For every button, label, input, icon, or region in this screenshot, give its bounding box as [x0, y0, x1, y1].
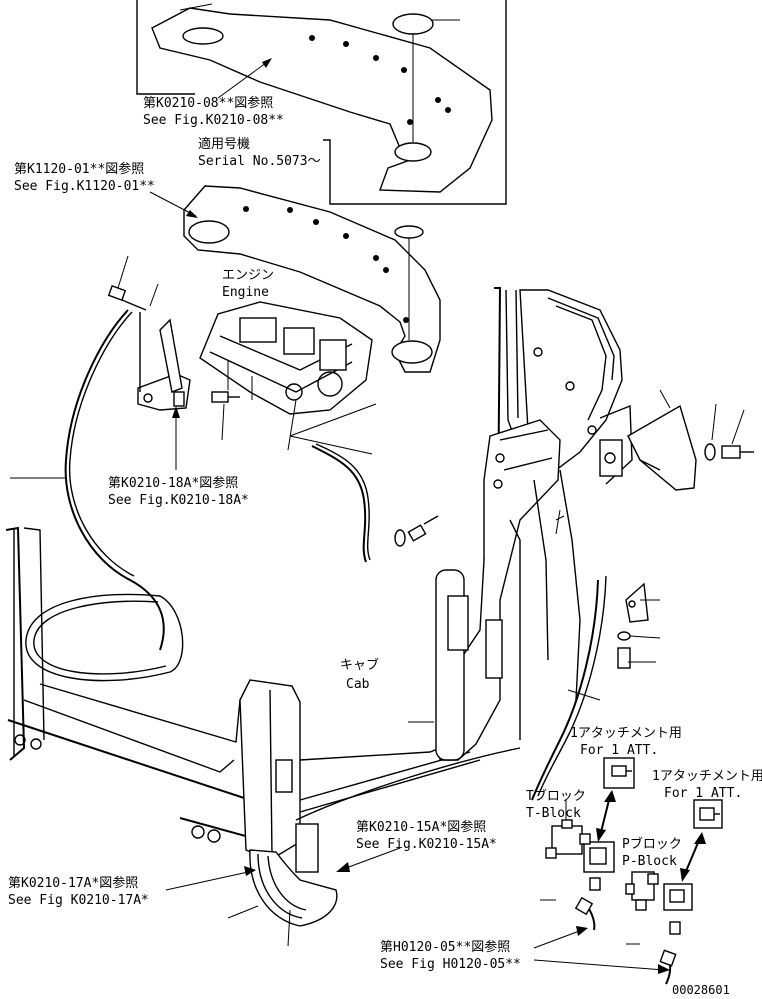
pblock-fitting [625, 871, 659, 911]
double-arrow-right [680, 832, 706, 882]
ref-k0210-17a-jp: 第K0210-17A*図参照 [8, 875, 138, 891]
ref-k0210-08-jp: 第K0210-08**図参照 [143, 95, 273, 111]
inset-hole-left [182, 27, 224, 45]
hose-fittings [540, 877, 681, 985]
inset-hole-right [394, 142, 432, 162]
inset-washer [392, 13, 434, 35]
detail-box-lower-right [663, 883, 693, 911]
throttle-cable [25, 309, 439, 682]
cab-label-jp: キャブ [340, 657, 379, 673]
ref-k0210-18a-jp: 第K0210-18A*図参照 [108, 475, 238, 491]
mount-plate-body [183, 185, 441, 373]
lever-bracket [137, 312, 191, 411]
bracket-right-top [627, 389, 754, 491]
mount-washer [394, 225, 424, 239]
tblock-fitting [545, 800, 591, 859]
detail-box-lower-left [583, 841, 615, 873]
ref-k0210-17a-en: See Fig K0210-17A* [8, 893, 149, 908]
engine-label-jp: エンジン [222, 268, 274, 283]
cab-frame-right [435, 287, 633, 761]
ref-k0210-15a-en: See Fig.K0210-15A* [356, 837, 497, 852]
detail-box-pblock [693, 799, 723, 829]
engine-assembly [199, 301, 373, 415]
cab-frame-left [5, 526, 267, 871]
ref-k0210-08-en: See Fig.K0210-08** [143, 113, 284, 128]
inset-serial-variant [136, 0, 507, 205]
mount-plate [149, 185, 441, 373]
air-duct [227, 849, 338, 947]
tblock-label-en: T-Block [526, 806, 581, 821]
ref-k0210-15a-jp: 第K0210-15A*図参照 [356, 819, 486, 835]
ref-h0120-05-jp: 第H0120-05**図参照 [380, 939, 510, 955]
bolt-engine [211, 391, 240, 441]
cab-label-en: Cab [346, 677, 370, 692]
ref-h0120-05-en: See Fig H0120-05** [380, 957, 521, 972]
pblock-label-en: P-Block [622, 854, 677, 869]
serial-label-en: Serial No.5073～ [198, 154, 321, 169]
ref-k1120-01-jp: 第K1120-01**図参照 [14, 161, 144, 177]
att1-label-en-a: For 1 ATT. [580, 743, 658, 758]
tblock-label-jp: Tブロック [526, 788, 586, 804]
att1-label-jp-a: 1アタッチメント用 [570, 726, 682, 741]
ref-k1120-01-en: See Fig.K1120-01** [14, 179, 155, 194]
bolt-lever [107, 255, 159, 311]
att1-label-jp-b: 1アタッチメント用 [652, 769, 762, 784]
seal-strip [531, 575, 607, 801]
detail-box-tblock [603, 757, 635, 789]
serial-label-jp: 適用号機 [198, 136, 250, 152]
cab-harness [295, 747, 521, 821]
att1-label-en-b: For 1 ATT. [664, 786, 742, 801]
double-arrow-left [596, 790, 616, 842]
drawing-number: 00028601 [672, 983, 730, 997]
cab-pillar-center [239, 679, 481, 873]
pblock-label-jp: Pブロック [622, 836, 682, 852]
ref-k0210-18a-en: See Fig.K0210-18A* [108, 493, 249, 508]
bracket-right-mid [617, 582, 661, 669]
engine-label-en: Engine [222, 285, 269, 300]
